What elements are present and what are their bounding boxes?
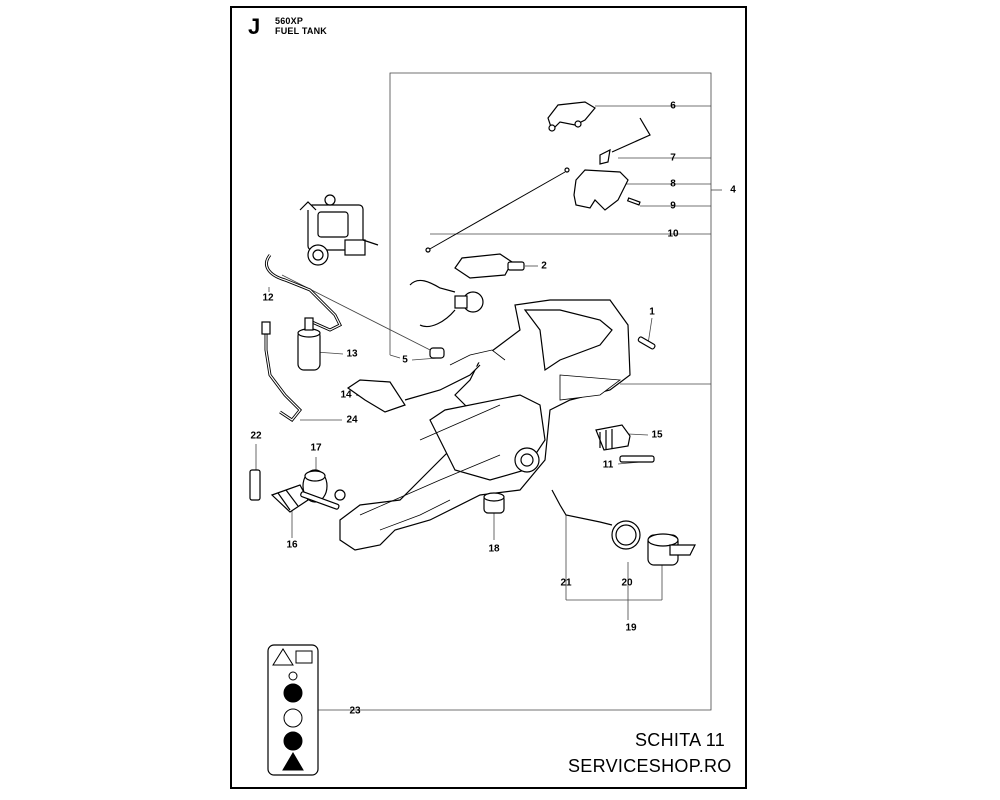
- callout-19: 19: [625, 622, 637, 634]
- callout-12: 12: [262, 292, 274, 304]
- callout-24: 24: [346, 414, 358, 426]
- callout-8: 8: [670, 178, 676, 190]
- callout-20: 20: [621, 577, 633, 589]
- sketch-label: SCHITA 11: [635, 730, 726, 750]
- callout-18: 18: [488, 543, 500, 555]
- decal-symbols: [272, 648, 313, 771]
- callout-4: 4: [730, 184, 736, 196]
- throttle-lock: [547, 101, 596, 132]
- callout-7: 7: [670, 152, 676, 164]
- model-label: 560XP: [275, 16, 304, 26]
- shop-label: SERVICESHOP.RO: [568, 756, 732, 776]
- section-letter: J: [248, 14, 261, 39]
- callout-1: 1: [649, 306, 655, 318]
- callout-23: 23: [349, 705, 361, 717]
- callout-9: 9: [670, 200, 676, 212]
- callout-2: 2: [541, 260, 547, 272]
- callout-6: 6: [670, 100, 676, 112]
- drawn-parts: [249, 101, 696, 776]
- carburetor: [299, 194, 379, 266]
- callout-5: 5: [402, 354, 408, 366]
- diagram-title: FUEL TANK: [275, 26, 327, 36]
- drawing-frame: [230, 6, 747, 789]
- callout-10: 10: [667, 228, 679, 240]
- throttle-trigger: [573, 169, 629, 211]
- callout-17: 17: [310, 442, 322, 454]
- callout-15: 15: [651, 429, 663, 441]
- spring: [599, 148, 611, 165]
- callout-22: 22: [250, 430, 262, 442]
- callout-14: 14: [340, 389, 352, 401]
- callout-21: 21: [560, 577, 572, 589]
- callout-11: 11: [602, 459, 614, 471]
- callout-13: 13: [346, 348, 358, 360]
- callout-16: 16: [286, 539, 298, 551]
